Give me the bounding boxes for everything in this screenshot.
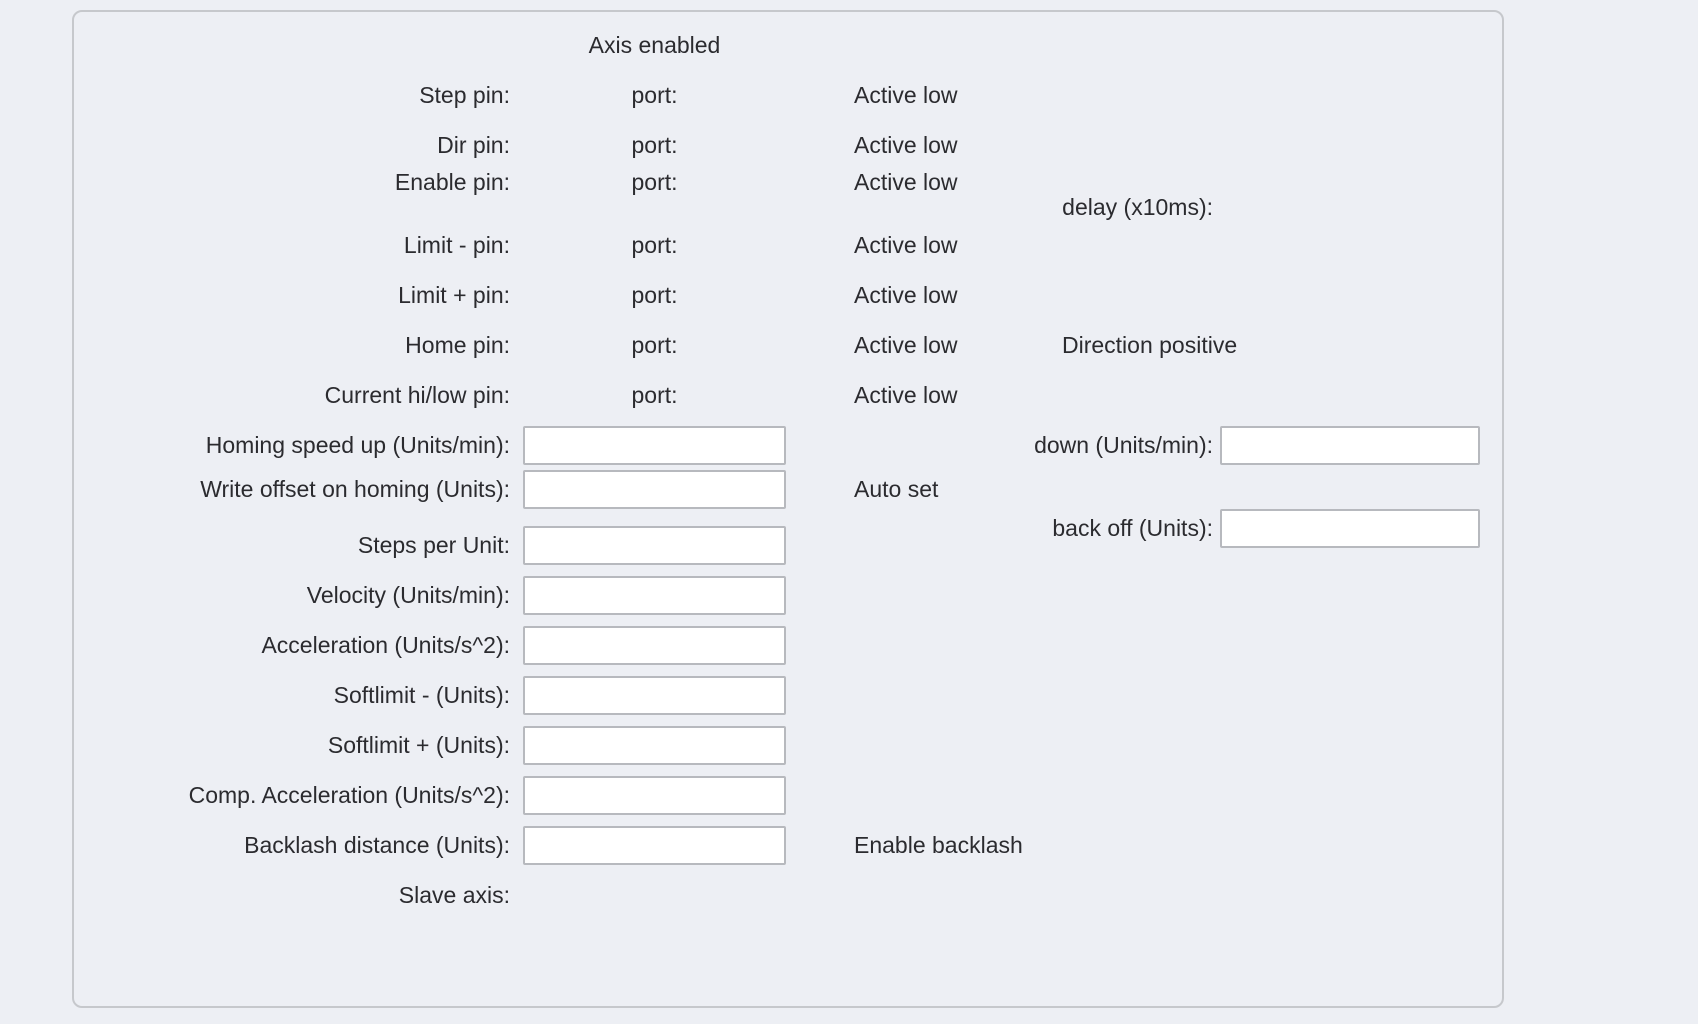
current-hilow-pin-label: Current hi/low pin:: [324, 381, 510, 408]
enable-pin-active-low-label: Active low: [854, 169, 958, 195]
softlimit-minus-input[interactable]: [523, 675, 786, 715]
enable-delay-label: delay (x10ms):: [1062, 194, 1213, 220]
homing-speed-up-label: Homing speed up (Units/min):: [205, 431, 510, 458]
enable-backlash-label: Enable backlash: [854, 831, 1023, 858]
step-pin-label: Step pin:: [419, 81, 510, 108]
write-offset-row: Write offset on homing (Units): Auto set…: [74, 470, 1502, 548]
auto-set-label: Auto set: [854, 476, 939, 502]
limit-plus-pin-label: Limit + pin:: [398, 281, 510, 308]
home-pin-active-low-label: Active low: [854, 331, 958, 358]
home-pin-label: Home pin:: [405, 331, 510, 358]
limit-minus-port-label: port:: [631, 231, 678, 258]
slave-axis-label: Slave axis:: [398, 881, 510, 908]
enable-pin-port-label: port:: [631, 169, 678, 195]
current-hilow-pin-row: Current hi/low pin: port: Active low: [74, 370, 1502, 420]
limit-minus-pin-label: Limit - pin:: [403, 231, 510, 258]
homing-speed-down-input[interactable]: [1220, 425, 1480, 465]
current-hilow-port-label: port:: [631, 381, 678, 408]
write-offset-label: Write offset on homing (Units):: [200, 476, 510, 502]
enable-pin-row: Enable pin: port: Active low delay (x10m…: [74, 170, 1502, 220]
comp-acceleration-row: Comp. Acceleration (Units/s^2):: [74, 770, 1502, 820]
limit-minus-pin-row: Limit - pin: port: Active low: [74, 220, 1502, 270]
write-offset-input[interactable]: [523, 470, 786, 509]
homing-speed-row: Homing speed up (Units/min): down (Units…: [74, 420, 1502, 470]
dir-pin-active-low-label: Active low: [854, 131, 958, 158]
softlimit-plus-input[interactable]: [523, 725, 786, 765]
acceleration-label: Acceleration (Units/s^2):: [261, 631, 510, 658]
step-pin-row: Step pin: port: Active low: [74, 70, 1502, 120]
softlimit-plus-label: Softlimit + (Units):: [327, 731, 510, 758]
axis-config-panel: Axis enabled Step pin: port: Active low …: [72, 10, 1504, 1008]
velocity-input[interactable]: [523, 575, 786, 615]
comp-acceleration-label: Comp. Acceleration (Units/s^2):: [188, 781, 510, 808]
softlimit-minus-row: Softlimit - (Units):: [74, 670, 1502, 720]
back-off-label: back off (Units):: [1052, 515, 1213, 541]
limit-plus-port-label: port:: [631, 281, 678, 308]
home-pin-row: Home pin: port: Active low Direction pos…: [74, 320, 1502, 370]
homing-speed-down-label: down (Units/min):: [1034, 431, 1213, 458]
step-pin-port-label: port:: [631, 81, 678, 108]
backlash-distance-input[interactable]: [523, 825, 786, 865]
dir-pin-label: Dir pin:: [437, 131, 510, 158]
backlash-distance-label: Backlash distance (Units):: [244, 831, 510, 858]
limit-plus-pin-row: Limit + pin: port: Active low: [74, 270, 1502, 320]
slave-axis-row: Slave axis:: [74, 870, 1502, 920]
softlimit-minus-label: Softlimit - (Units):: [333, 681, 510, 708]
steps-per-unit-row: Steps per Unit:: [74, 520, 1502, 570]
acceleration-input[interactable]: [523, 625, 786, 665]
home-direction-positive-label: Direction positive: [1062, 331, 1238, 358]
comp-acceleration-input[interactable]: [523, 775, 786, 815]
steps-per-unit-label: Steps per Unit:: [357, 531, 510, 558]
step-pin-active-low-label: Active low: [854, 81, 958, 108]
velocity-row: Velocity (Units/min):: [74, 570, 1502, 620]
axis-enabled-row: Axis enabled: [74, 20, 1502, 70]
velocity-label: Velocity (Units/min):: [306, 581, 510, 608]
enable-pin-label: Enable pin:: [394, 169, 510, 195]
steps-per-unit-input[interactable]: [523, 525, 786, 565]
back-off-input[interactable]: [1220, 509, 1480, 548]
backlash-row: Backlash distance (Units): Enable backla…: [74, 820, 1502, 870]
limit-minus-active-low-label: Active low: [854, 231, 958, 258]
home-pin-port-label: port:: [631, 331, 678, 358]
acceleration-row: Acceleration (Units/s^2):: [74, 620, 1502, 670]
dir-pin-port-label: port:: [631, 131, 678, 158]
homing-speed-up-input[interactable]: [523, 425, 786, 465]
current-hilow-active-low-label: Active low: [854, 381, 958, 408]
axis-enabled-label: Axis enabled: [588, 31, 721, 58]
limit-plus-active-low-label: Active low: [854, 281, 958, 308]
softlimit-plus-row: Softlimit + (Units):: [74, 720, 1502, 770]
dir-pin-row: Dir pin: port: Active low: [74, 120, 1502, 170]
